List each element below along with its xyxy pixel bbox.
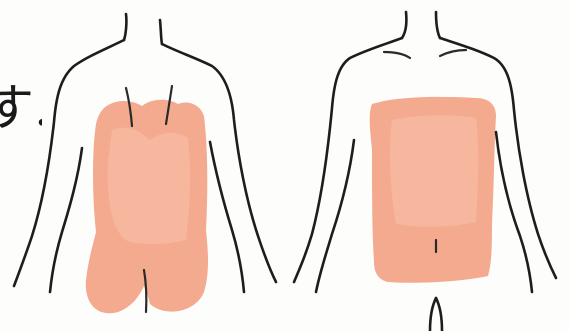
front-left-inner-arm <box>316 140 354 292</box>
back-shaded-highlight <box>108 128 191 245</box>
front-right-leg <box>436 298 442 331</box>
back-neck-right <box>160 20 162 44</box>
front-view-figure <box>294 12 556 331</box>
back-left-inner-arm <box>50 148 82 292</box>
front-left-leg <box>430 298 436 331</box>
front-neck-left <box>402 12 406 38</box>
back-neck-left <box>124 14 126 40</box>
front-shaded-highlight <box>390 115 478 227</box>
front-right-inner-arm <box>496 132 532 292</box>
back-right-inner-arm <box>210 142 244 292</box>
front-right-collarbone <box>440 50 466 56</box>
front-neck-right <box>436 12 440 38</box>
back-view-figure <box>14 14 276 313</box>
front-left-collarbone <box>384 52 410 58</box>
